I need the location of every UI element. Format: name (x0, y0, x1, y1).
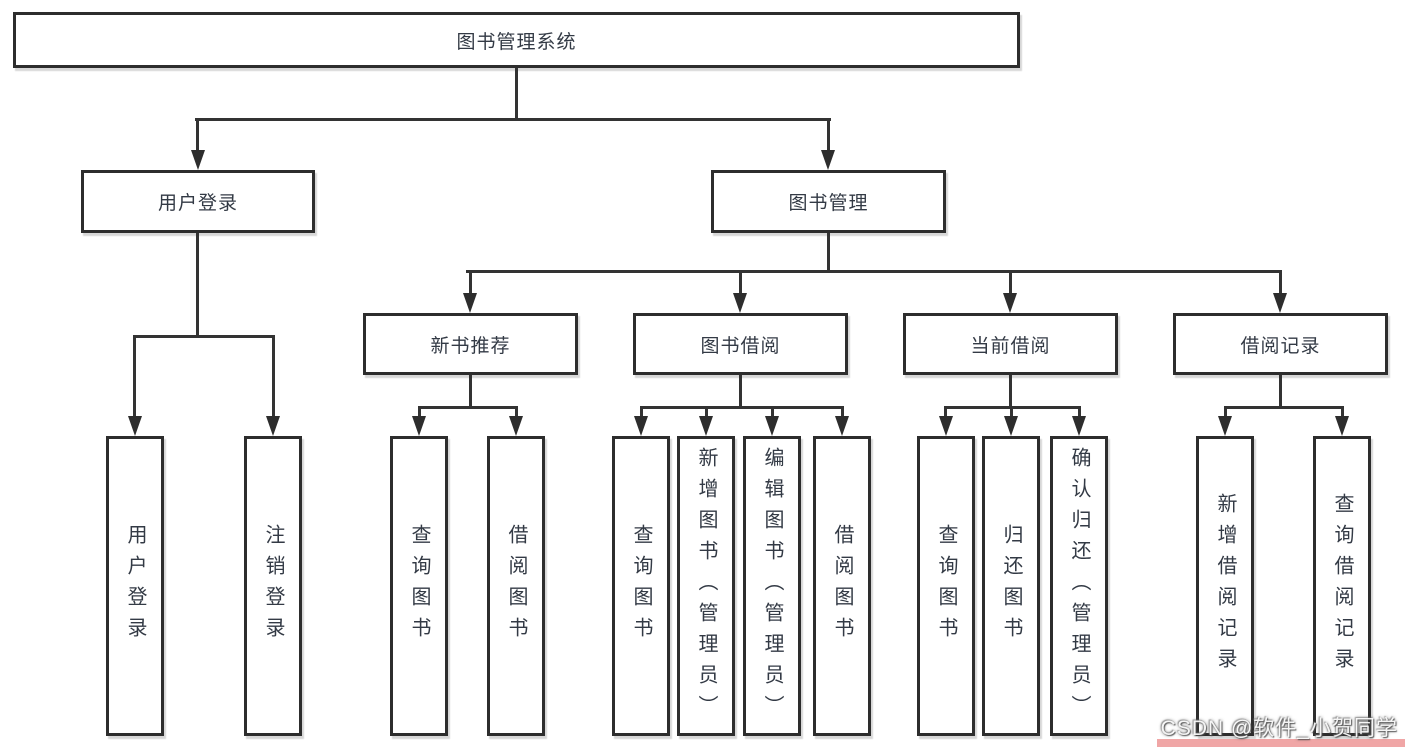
connector-vertical (1279, 375, 1282, 408)
connector-horizontal (640, 406, 844, 409)
connector-horizontal (418, 406, 518, 409)
arrow-down-icon (1072, 416, 1086, 436)
leaf-label: 编辑图书（管理员） (761, 446, 783, 726)
node-current-borrow: 当前借阅 (903, 313, 1118, 375)
connector-vertical (771, 406, 774, 420)
arrow-down-icon (463, 293, 477, 313)
connector-horizontal (195, 118, 831, 121)
arrow-down-icon (733, 293, 747, 313)
arrow-down-icon (1273, 293, 1287, 313)
node-book-management: 图书管理 (711, 170, 946, 233)
leaf-logout: 注销登录 (244, 436, 302, 736)
connector-vertical (1009, 270, 1012, 295)
node-new-book-recommend: 新书推荐 (363, 313, 578, 375)
connector-vertical (515, 68, 518, 120)
leaf-borrow-books: 借阅图书 (813, 436, 871, 736)
connector-vertical (1009, 375, 1012, 408)
node-label: 当前借阅 (970, 335, 1051, 357)
connector-vertical (133, 335, 136, 418)
arrow-down-icon (835, 416, 849, 436)
arrow-down-icon (1003, 293, 1017, 313)
arrow-down-icon (412, 416, 426, 436)
connector-vertical (196, 233, 199, 337)
connector-vertical (515, 406, 518, 420)
leaf-label: 用户登录 (124, 524, 146, 648)
node-label: 借阅记录 (1240, 335, 1321, 357)
leaf-add-borrow-record: 新增借阅记录 (1196, 436, 1254, 736)
connector-vertical (1010, 406, 1013, 420)
leaf-label: 查询借阅记录 (1331, 493, 1353, 679)
watermark: CSDN @软件_小贺同学 (1160, 717, 1398, 740)
connector-vertical (944, 406, 947, 420)
arrow-down-icon (699, 416, 713, 436)
leaf-add-books-admin: 新增图书（管理员） (677, 436, 735, 736)
arrow-down-icon (821, 150, 835, 170)
leaf-return-books: 归还图书 (982, 436, 1040, 736)
leaf-label: 查询图书 (408, 524, 430, 648)
node-label: 新书推荐 (430, 335, 511, 357)
watermark-strip (1157, 739, 1405, 747)
connector-vertical (705, 406, 708, 420)
arrow-down-icon (128, 416, 142, 436)
arrow-down-icon (1335, 416, 1349, 436)
connector-vertical (418, 406, 421, 420)
connector-vertical (1224, 406, 1227, 420)
leaf-query-borrow-record: 查询借阅记录 (1313, 436, 1371, 736)
arrow-down-icon (1218, 416, 1232, 436)
connector-vertical (272, 335, 275, 418)
leaf-label: 查询图书 (935, 524, 957, 648)
leaf-query-books: 查询图书 (917, 436, 975, 736)
leaf-query-books: 查询图书 (390, 436, 448, 736)
connector-vertical (1341, 406, 1344, 420)
connector-vertical (841, 406, 844, 420)
connector-vertical (469, 270, 472, 295)
leaf-query-books: 查询图书 (612, 436, 670, 736)
connector-vertical (196, 118, 199, 152)
arrow-down-icon (1004, 416, 1018, 436)
leaf-borrow-books: 借阅图书 (487, 436, 545, 736)
connector-horizontal (1224, 406, 1344, 409)
arrow-down-icon (509, 416, 523, 436)
leaf-label: 注销登录 (262, 524, 284, 648)
leaf-label: 新增图书（管理员） (695, 446, 717, 726)
node-label: 用户登录 (157, 193, 238, 214)
leaf-label: 借阅图书 (831, 524, 853, 648)
connector-vertical (1078, 406, 1081, 420)
leaf-edit-books-admin: 编辑图书（管理员） (743, 436, 801, 736)
arrow-down-icon (939, 416, 953, 436)
node-user-login: 用户登录 (81, 170, 315, 233)
connector-vertical (469, 375, 472, 408)
connector-vertical (640, 406, 643, 420)
leaf-label: 新增借阅记录 (1214, 493, 1236, 679)
connector-vertical (827, 233, 830, 272)
arrow-down-icon (634, 416, 648, 436)
node-root: 图书管理系统 (13, 12, 1020, 68)
arrow-down-icon (191, 150, 205, 170)
connector-vertical (1279, 270, 1282, 295)
connector-horizontal (133, 335, 275, 338)
leaf-label: 查询图书 (630, 524, 652, 648)
arrow-down-icon (765, 416, 779, 436)
node-label: 图书管理 (788, 193, 869, 214)
node-label: 图书借阅 (700, 335, 781, 357)
node-root-label: 图书管理系统 (456, 31, 577, 53)
leaf-label: 借阅图书 (505, 524, 527, 648)
connector-vertical (739, 375, 742, 408)
leaf-label: 归还图书 (1000, 524, 1022, 648)
leaf-label: 确认归还（管理员） (1068, 446, 1090, 726)
connector-vertical (739, 270, 742, 295)
node-borrow-records: 借阅记录 (1173, 313, 1388, 375)
leaf-confirm-return-admin: 确认归还（管理员） (1050, 436, 1108, 736)
connector-vertical (827, 118, 830, 152)
connector-horizontal (466, 270, 1281, 273)
arrow-down-icon (266, 416, 280, 436)
leaf-user-login: 用户登录 (106, 436, 164, 736)
node-book-borrow: 图书借阅 (633, 313, 848, 375)
